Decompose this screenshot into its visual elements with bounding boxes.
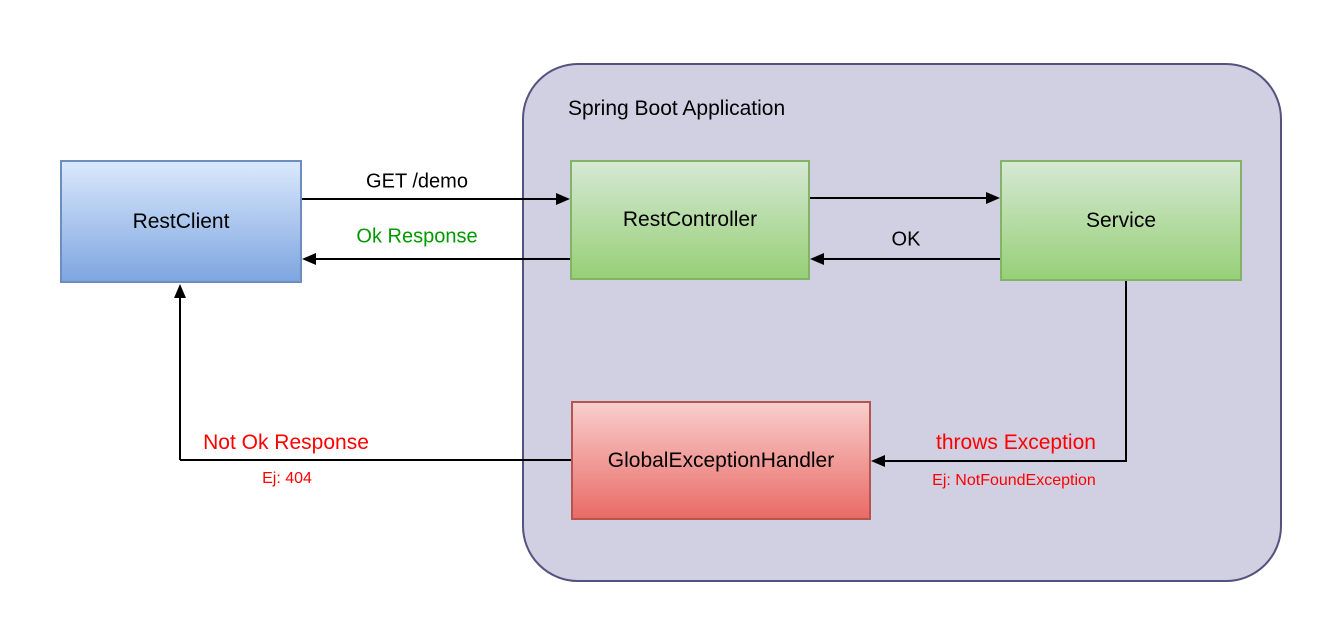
edge-throws-exception-label: throws Exception	[936, 431, 1096, 454]
edge-throws-exception-vline	[1125, 281, 1127, 461]
edge-controller-to-service-line	[810, 197, 986, 199]
node-rest-client-label: RestClient	[132, 209, 230, 233]
spring-boot-application-title: Spring Boot Application	[568, 97, 786, 120]
edge-get-demo-line	[302, 198, 556, 200]
edge-get-demo-label: GET /demo	[366, 170, 468, 193]
edge-not-ok-response-label: Not Ok Response	[203, 431, 369, 454]
edge-not-ok-response-vline	[179, 295, 181, 460]
edge-throws-exception-hline	[885, 460, 1127, 462]
node-rest-client: RestClient	[60, 160, 302, 283]
node-rest-controller-label: RestController	[622, 208, 758, 231]
node-rest-controller: RestController	[570, 160, 810, 280]
edge-ok-response-label: Ok Response	[356, 225, 478, 248]
node-global-exception-handler: GlobalExceptionHandler	[571, 401, 871, 520]
edge-ok-arrowhead-icon	[810, 253, 824, 265]
edge-ok-line	[824, 258, 1000, 260]
node-service: Service	[1000, 160, 1242, 281]
edge-ok-label: OK	[891, 228, 921, 251]
edge-not-ok-response-sublabel: Ej: 404	[262, 470, 312, 487]
edge-ok-response-arrowhead-icon	[302, 253, 316, 265]
edge-throws-exception-arrowhead-icon	[871, 455, 885, 467]
edge-get-demo-arrowhead-icon	[556, 193, 570, 205]
edge-ok-response-line	[316, 258, 570, 260]
node-service-label: Service	[1085, 208, 1157, 232]
node-global-exception-handler-label: GlobalExceptionHandler	[607, 448, 835, 472]
edge-controller-to-service-arrowhead-icon	[986, 192, 1000, 204]
edge-not-ok-response-hline	[180, 459, 571, 461]
edge-not-ok-response-arrowhead-icon	[174, 284, 186, 298]
edge-throws-exception-sublabel: Ej: NotFoundException	[932, 472, 1096, 489]
